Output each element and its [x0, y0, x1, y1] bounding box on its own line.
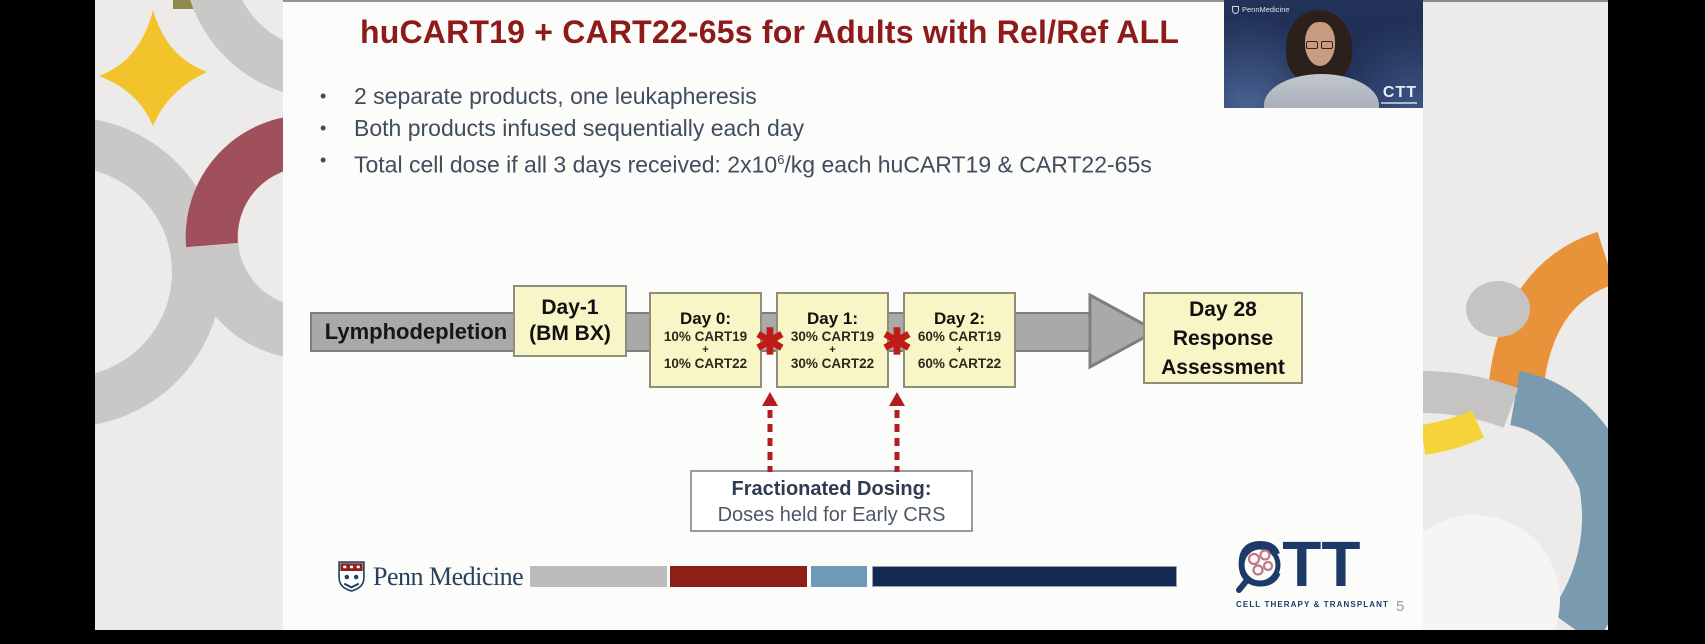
day2-title: Day 2:	[933, 308, 986, 328]
day28-line3: Assessment	[1161, 355, 1285, 379]
day0-box: Day 0: 10% CART19 + 10% CART22	[649, 292, 762, 388]
bullet-item-3: • Total cell dose if all 3 days received…	[320, 144, 1152, 178]
dashed-arrow-up-icon	[762, 392, 778, 472]
penn-medicine-logo: Penn Medicine	[338, 561, 524, 592]
fractionated-dosing-callout: Fractionated Dosing: Doses held for Earl…	[690, 470, 973, 532]
bullet-item-1: • 2 separate products, one leukapheresis	[320, 80, 1152, 112]
slide-title: huCART19 + CART22-65s for Adults with Re…	[360, 14, 1180, 50]
bullet-text-2: Both products infused sequentially each …	[354, 115, 805, 141]
day28-box: Day 28 Response Assessment	[1143, 292, 1303, 384]
day2-cart22: 60% CART22	[917, 355, 1002, 371]
ctt-logo: CTT CELL THERAPY & TRANSPLANT	[1236, 528, 1396, 609]
day-minus1-line2: (BM BX)	[529, 322, 611, 345]
video-watermark: PennMedicine	[1232, 5, 1290, 14]
ctt-logo-icon: CTT	[1236, 528, 1360, 600]
bar-segment-maroon	[670, 566, 807, 587]
video-ctt-logo: CTT	[1381, 85, 1417, 104]
day0-cart22: 10% CART22	[663, 355, 748, 371]
left-rings-decoration-icon	[95, 0, 283, 425]
day1-box: Day 1: 30% CART19 + 30% CART22	[776, 292, 889, 388]
day0-title: Day 0:	[679, 308, 732, 328]
bullet-marker: •	[320, 118, 327, 138]
day1-cart22: 30% CART22	[790, 355, 875, 371]
bullet-text-3-superscript: 6	[777, 152, 785, 167]
bullet-marker: •	[320, 150, 327, 170]
bullet-list: • 2 separate products, one leukapheresis…	[320, 80, 1152, 178]
day1-title: Day 1:	[806, 308, 859, 328]
bullet-text-1: 2 separate products, one leukapheresis	[354, 83, 757, 109]
dashed-arrow-up-icon	[889, 392, 905, 472]
bullet-text-3-pre: Total cell dose if all 3 days received: …	[354, 151, 778, 178]
day2-plus: +	[956, 343, 963, 356]
speaker-glasses	[1306, 41, 1336, 49]
top-edge-line	[283, 0, 1608, 2]
bullet-marker: •	[320, 86, 327, 106]
day-minus1-line1: Day-1	[541, 296, 599, 319]
day2-box: Day 2: 60% CART19 + 60% CART22	[903, 292, 1016, 388]
day0-plus: +	[702, 343, 709, 356]
day28-line1: Day 28	[1189, 297, 1257, 321]
speaker-video-thumbnail[interactable]: PennMedicine CTT	[1224, 0, 1423, 108]
held-dose-asterisk-icon: ✱	[881, 321, 913, 362]
day0-cart19: 10% CART19	[663, 328, 748, 344]
lymphodepletion-label: Lymphodepletion	[324, 319, 508, 344]
bar-segment-navy	[872, 566, 1177, 587]
page-number: 5	[1396, 598, 1405, 615]
day2-cart19: 60% CART19	[917, 328, 1002, 344]
speaker-body	[1264, 74, 1379, 108]
video-ctt-underline	[1381, 102, 1417, 104]
right-rings-decoration-icon	[1423, 231, 1608, 630]
left-decoration-strip	[95, 0, 283, 630]
day1-cart19: 30% CART19	[790, 328, 875, 344]
video-ctt-text: CTT	[1382, 84, 1417, 101]
ctt-tagline: CELL THERAPY & TRANSPLANT	[1236, 600, 1389, 609]
right-decoration-strip	[1423, 0, 1608, 630]
callout-subtitle: Doses held for Early CRS	[717, 504, 946, 526]
bar-segment-steel	[811, 566, 867, 587]
footer-color-bar	[530, 566, 1177, 587]
day1-plus: +	[829, 343, 836, 356]
speaker-face	[1305, 22, 1335, 66]
video-watermark-text: PennMedicine	[1242, 5, 1290, 14]
penn-shield-icon	[338, 561, 365, 592]
held-dose-asterisk-icon: ✱	[754, 321, 786, 362]
timeline-arrowhead-icon	[1088, 292, 1160, 370]
bullet-text-3-post: /kg each huCART19 & CART22-65s	[784, 151, 1152, 178]
day28-line2: Response	[1172, 326, 1274, 350]
bar-segment-gray	[530, 566, 667, 587]
penn-medicine-text: Penn Medicine	[373, 561, 524, 591]
bullet-item-2: • Both products infused sequentially eac…	[320, 112, 1152, 144]
day-minus1-box: Day-1 (BM BX)	[513, 285, 627, 357]
callout-title: Fractionated Dosing:	[731, 478, 932, 500]
penn-mini-shield-icon	[1232, 5, 1239, 14]
